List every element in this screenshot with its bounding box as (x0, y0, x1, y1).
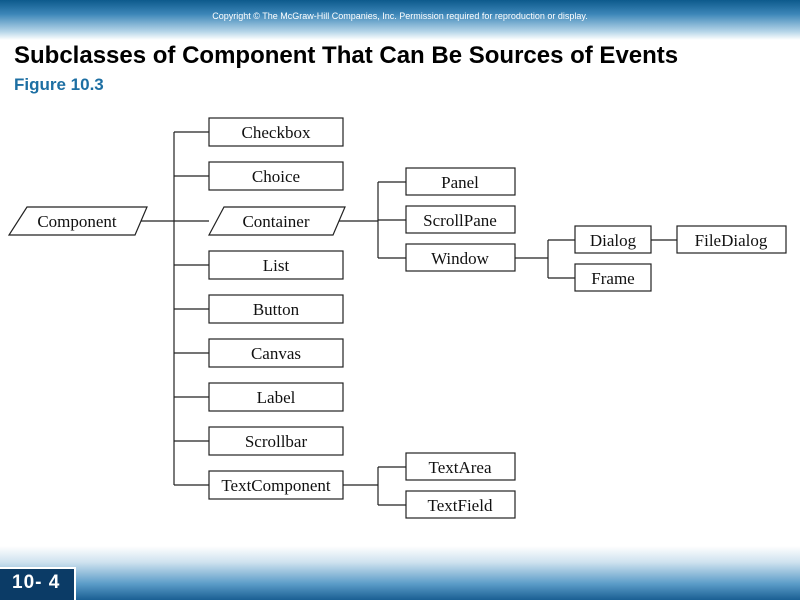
connector-lines (141, 131, 677, 506)
node-textcomponent-label: TextComponent (221, 476, 331, 495)
page-number-tab (0, 567, 76, 600)
node-checkbox-label: Checkbox (242, 123, 311, 142)
node-scrollpane-label: ScrollPane (423, 211, 497, 230)
node-filedialog-label: FileDialog (695, 231, 768, 250)
node-list-box (208, 250, 344, 280)
node-scrollpane-box (405, 205, 516, 234)
node-container-label: Container (242, 212, 309, 231)
node-textcomponent-box (208, 470, 344, 500)
node-textarea-box (405, 452, 516, 481)
node-button-box (208, 294, 344, 324)
figure-caption: Figure 10.3 (14, 75, 104, 94)
node-window-label: Window (431, 249, 490, 268)
node-label-box (208, 382, 344, 412)
page-number: 10- 4 (12, 572, 61, 593)
top-banner (0, 0, 800, 40)
node-filedialog-box (676, 225, 787, 254)
node-component-box (7, 206, 148, 236)
node-checkbox-box (208, 117, 344, 147)
node-choice-label: Choice (252, 167, 300, 186)
node-textfield-box (405, 490, 516, 519)
node-textfield-label: TextField (428, 496, 493, 515)
node-window-box (405, 243, 516, 272)
node-scrollbar-label: Scrollbar (245, 432, 308, 451)
node-textarea-label: TextArea (429, 458, 492, 477)
node-frame-label: Frame (591, 269, 634, 288)
node-choice-box (208, 161, 344, 191)
node-dialog-label: Dialog (590, 231, 637, 250)
node-frame-box (574, 263, 652, 292)
node-component-label: Component (37, 212, 117, 231)
node-panel-box (405, 167, 516, 196)
copyright-notice: Copyright © The McGraw-Hill Companies, I… (212, 11, 588, 21)
node-button-label: Button (253, 300, 300, 319)
bottom-banner (0, 546, 800, 600)
node-list-label: List (263, 256, 290, 275)
node-canvas-label: Canvas (251, 344, 301, 363)
node-scrollbar-box (208, 426, 344, 456)
node-canvas-box (208, 338, 344, 368)
node-dialog-box (574, 225, 652, 254)
slide-title: Subclasses of Component That Can Be Sour… (14, 42, 679, 69)
node-label-label: Label (257, 388, 296, 407)
node-container-box (207, 206, 346, 236)
node-panel-label: Panel (441, 173, 479, 192)
